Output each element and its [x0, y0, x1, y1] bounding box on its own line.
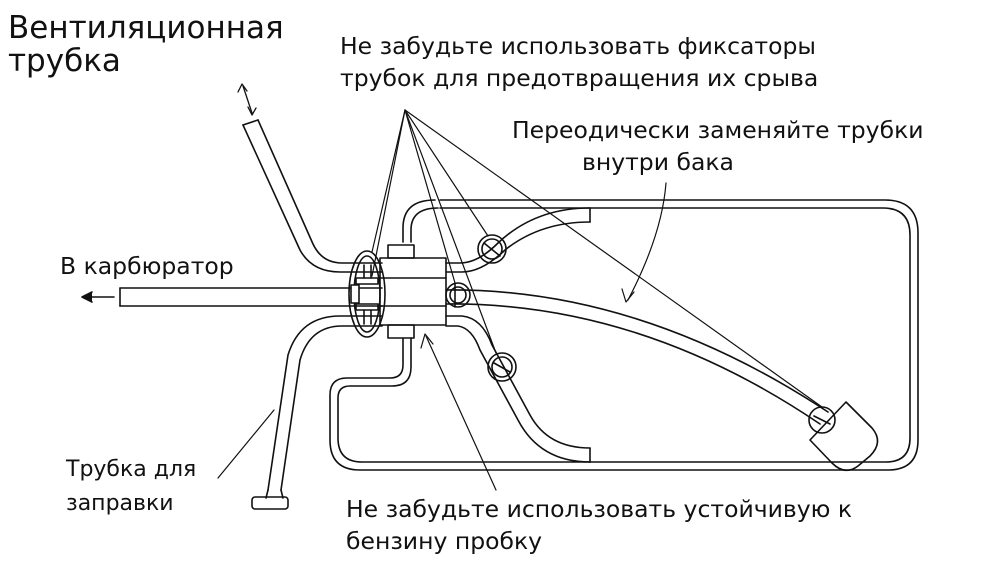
- vent-tube-label: Вентиляционная трубка: [8, 10, 284, 79]
- inner-tube-lower: [445, 315, 591, 463]
- fuel-tank-body: [329, 199, 919, 471]
- fuel-resistant-plug: [379, 244, 447, 339]
- pickup-tube: [445, 289, 829, 425]
- leader-lines: [217, 109, 823, 491]
- to-carburetor-label: В карбюратор: [60, 252, 234, 280]
- carburetor-tube: [119, 287, 383, 307]
- filler-tube: [251, 315, 383, 510]
- fuel-plug-note: Не забудьте использовать устойчивую к бе…: [346, 495, 853, 555]
- fuel-clunk: [808, 401, 879, 472]
- inner-tube-upper: [445, 207, 591, 273]
- tube-clamps: [348, 234, 517, 382]
- fill-tube-label: Трубка для заправки: [66, 457, 197, 516]
- replace-tubes-note-line2: внутри бака: [582, 148, 734, 176]
- use-clamps-note: Не забудьте использовать фиксаторы трубо…: [340, 32, 819, 92]
- carburetor-arrow-icon: [81, 291, 115, 303]
- vent-tube: [242, 119, 383, 273]
- replace-tubes-note: Переодически заменяйте трубки внутри бак…: [512, 116, 924, 176]
- vent-arrow-icon: [237, 83, 257, 116]
